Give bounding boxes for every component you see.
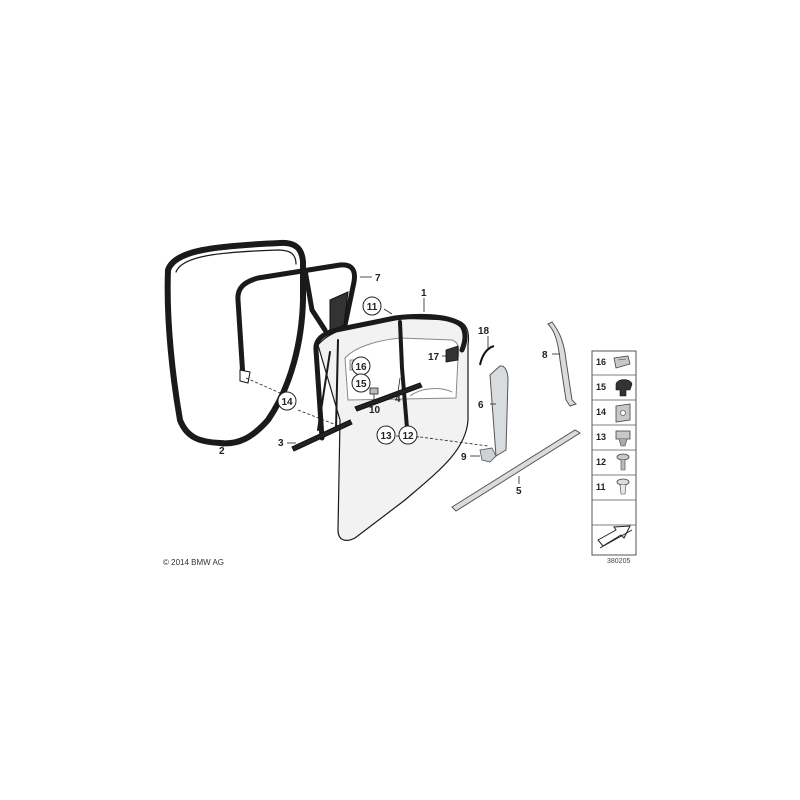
svg-text:16: 16 <box>355 362 367 373</box>
svg-text:14: 14 <box>281 397 293 408</box>
rubber-buffer-icon <box>615 379 633 397</box>
callout-16-circle: 16 <box>351 356 371 376</box>
clip-part-10 <box>369 387 379 400</box>
door-seal-part-2 <box>164 239 306 447</box>
inner-shaft-seal-part-3 <box>291 419 353 452</box>
legend-label-13: 13 <box>596 432 606 442</box>
callout-2: 2 <box>219 446 225 457</box>
legend-label-11: 11 <box>596 482 606 492</box>
nut-clip-icon <box>615 403 631 423</box>
guide-rail-part-8 <box>547 321 577 407</box>
svg-text:12: 12 <box>402 431 414 442</box>
legend-label-15: 15 <box>596 382 606 392</box>
callout-5: 5 <box>516 486 522 497</box>
sill-strip-part-5 <box>451 429 581 512</box>
expanding-nut-icon <box>615 430 631 447</box>
callout-11-circle: 11 <box>362 296 382 316</box>
svg-text:11: 11 <box>367 302 378 313</box>
screw-icon <box>616 453 630 471</box>
door-window-frame-seal <box>313 313 468 442</box>
svg-text:13: 13 <box>380 431 392 442</box>
svg-text:15: 15 <box>355 379 367 390</box>
small-parts-legend: 16 15 14 13 12 11 <box>591 350 637 556</box>
callout-8: 8 <box>542 350 548 361</box>
callout-1: 1 <box>421 288 427 299</box>
callout-4: 4 <box>395 394 401 405</box>
callout-10: 10 <box>369 405 381 416</box>
callout-18: 18 <box>478 326 490 337</box>
callout-6: 6 <box>478 400 484 411</box>
bracket-part-9 <box>479 447 497 463</box>
legend-label-16: 16 <box>596 357 606 367</box>
expanding-rivet-icon <box>616 478 630 495</box>
callout-13-circle: 13 <box>376 425 396 445</box>
legend-label-14: 14 <box>596 407 606 417</box>
copyright-text: © 2014 BMW AG <box>163 558 224 567</box>
callout-12-circle: 12 <box>398 425 418 445</box>
window-channel-seal-part-7 <box>235 262 357 384</box>
callout-15-circle: 15 <box>351 373 371 393</box>
diagram-reference-number: 380205 <box>607 558 630 565</box>
callout-9: 9 <box>461 452 467 463</box>
callout-labels: 1 2 3 4 5 6 7 8 9 10 17 18 11 16 15 14 1 <box>219 273 548 497</box>
direction-arrow-icon <box>597 525 633 549</box>
leader-lines <box>222 276 560 484</box>
callout-17: 17 <box>428 352 440 363</box>
pillar-trim-part-6 <box>489 365 509 457</box>
legend-label-12: 12 <box>596 457 606 467</box>
seal-piece-part-18 <box>479 345 495 366</box>
callout-3: 3 <box>278 438 284 449</box>
callout-7: 7 <box>375 273 381 284</box>
cover-part-17 <box>445 345 459 363</box>
clip-icon <box>613 355 631 369</box>
callout-14-circle: 14 <box>277 391 297 411</box>
